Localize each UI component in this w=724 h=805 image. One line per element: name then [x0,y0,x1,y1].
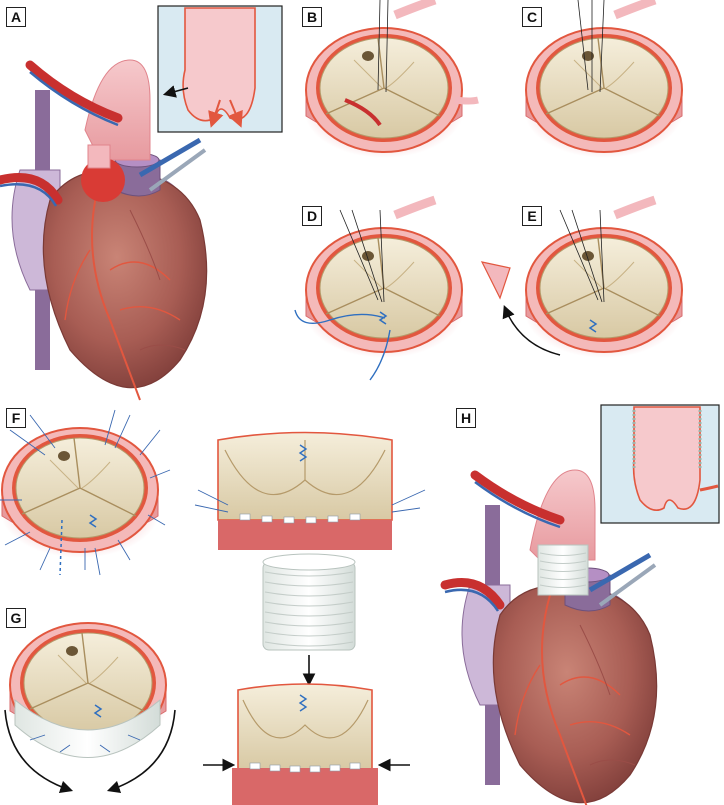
panel-label-c: C [522,7,542,27]
panel-f-valve-repair [0,409,171,576]
panel-b-valve [303,0,479,159]
panel-label-b: B [302,7,322,27]
graft-in-situ [537,544,589,596]
panel-f-root-opened [194,431,426,550]
panel-label-h: H [456,408,476,428]
panel-label-e: E [522,206,542,226]
panel-a-heart-cannulation [0,5,283,401]
panel-label-g: G [6,608,26,628]
panel-d-valve-suture [294,195,465,381]
panel-g-graft-root [203,553,410,805]
panel-h-completed-repair [440,404,720,805]
panel-e-valve-resection [480,195,685,359]
panel-c-valve [523,0,685,159]
panel-label-a: A [6,7,26,27]
panel-label-f: F [6,408,26,428]
panel-g-ring-placement [4,622,176,794]
panel-label-d: D [302,206,322,226]
dacron-graft [262,553,356,651]
